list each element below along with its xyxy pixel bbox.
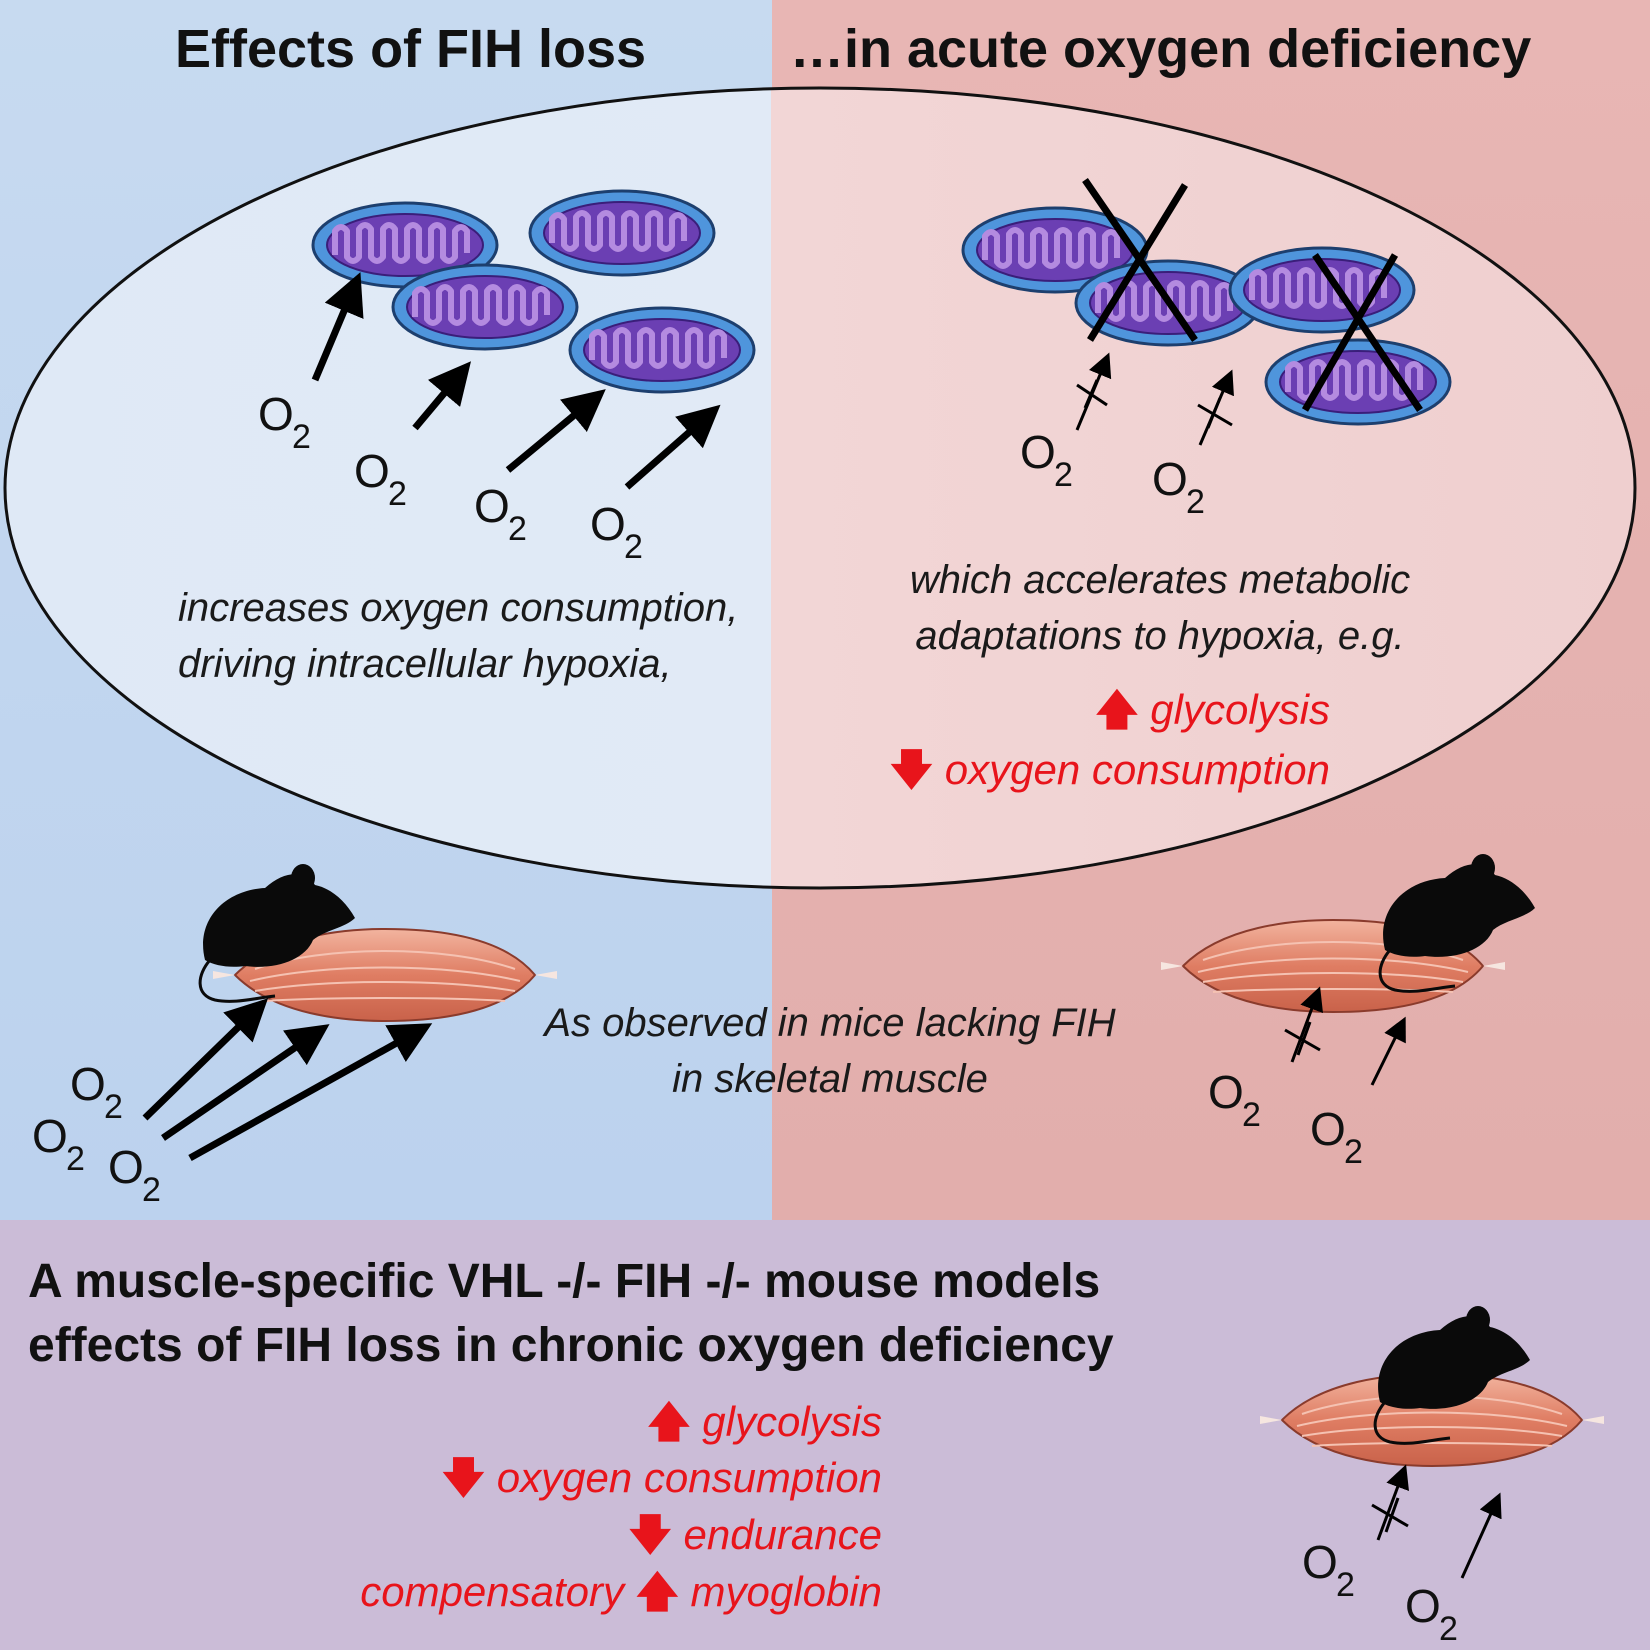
middle-caption: As observed in mice lacking FIH in skele… — [544, 1001, 1116, 1101]
chronic-effect-glycolysis: 🡅 glycolysis — [647, 1392, 882, 1463]
left-caption: increases oxygen consumption, driving in… — [178, 586, 739, 686]
o2-label — [32, 1110, 85, 1178]
effect-label: myoglobin — [690, 1568, 882, 1615]
chronic-effect-endurance: 🡇 endurance — [629, 1505, 882, 1576]
up-arrow-icon: 🡅 — [1095, 686, 1139, 733]
effect-label: glycolysis — [1150, 686, 1330, 733]
cross-icon — [1301, 253, 1423, 412]
up-arrow-icon: 🡅 — [647, 1398, 691, 1445]
right-caption: which accelerates metabolic adaptations … — [909, 558, 1411, 658]
cell-oval — [3, 86, 1637, 890]
up-arrow-icon: 🡅 — [635, 1568, 679, 1615]
mitochondrion-icon — [530, 191, 714, 275]
chronic-effect-myoglobin: compensatory 🡅 myoglobin — [360, 1562, 882, 1633]
down-arrow-icon: 🡇 — [889, 746, 934, 793]
mitochondrion-icon — [1266, 340, 1450, 424]
arrow-icon — [1460, 1492, 1502, 1579]
cross-icon — [1082, 178, 1198, 342]
effect-prefix: compensatory — [360, 1568, 625, 1615]
o2-label — [1208, 1066, 1261, 1134]
acute-effect-oxygen: 🡇 oxygen consumption — [890, 740, 1330, 811]
chronic-heading-line1: A muscle-specific VHL -/- FIH -/- mouse … — [28, 1255, 1101, 1308]
o2-label — [1405, 1580, 1458, 1648]
arrow-icon — [142, 998, 433, 1162]
chronic-heading-line2: effects of FIH loss in chronic oxygen de… — [28, 1319, 1114, 1372]
o2-label — [108, 1141, 161, 1209]
effect-label: endurance — [683, 1511, 883, 1558]
mitochondrion-icon — [570, 308, 754, 392]
down-arrow-icon: 🡇 — [628, 1511, 672, 1558]
left-title: Effects of FIH loss — [175, 19, 647, 79]
o2-label — [1302, 1536, 1355, 1604]
down-arrow-icon: 🡇 — [441, 1454, 486, 1501]
right-title: …in acute oxygen deficiency — [790, 19, 1532, 79]
arrow-icon — [1370, 1016, 1406, 1086]
blocked-arrow-icon — [1197, 369, 1234, 446]
acute-effect-glycolysis: 🡅 glycolysis — [1095, 680, 1330, 751]
effect-label: glycolysis — [702, 1398, 882, 1445]
effect-label: oxygen consumption — [944, 746, 1330, 793]
chronic-effect-oxygen: 🡇 oxygen consumption — [442, 1448, 882, 1519]
o2-label — [70, 1058, 123, 1126]
effect-label: oxygen consumption — [496, 1454, 882, 1501]
blocked-arrow-icon — [1075, 352, 1112, 431]
blocked-arrow-icon — [1284, 986, 1323, 1063]
o2-label — [1310, 1103, 1363, 1171]
chronic-heading: A muscle-specific VHL -/- FIH -/- mouse … — [28, 1250, 1114, 1378]
arrow-icon — [311, 272, 721, 490]
blocked-arrow-icon — [1371, 1464, 1409, 1541]
mitochondrion-icon — [393, 265, 577, 349]
